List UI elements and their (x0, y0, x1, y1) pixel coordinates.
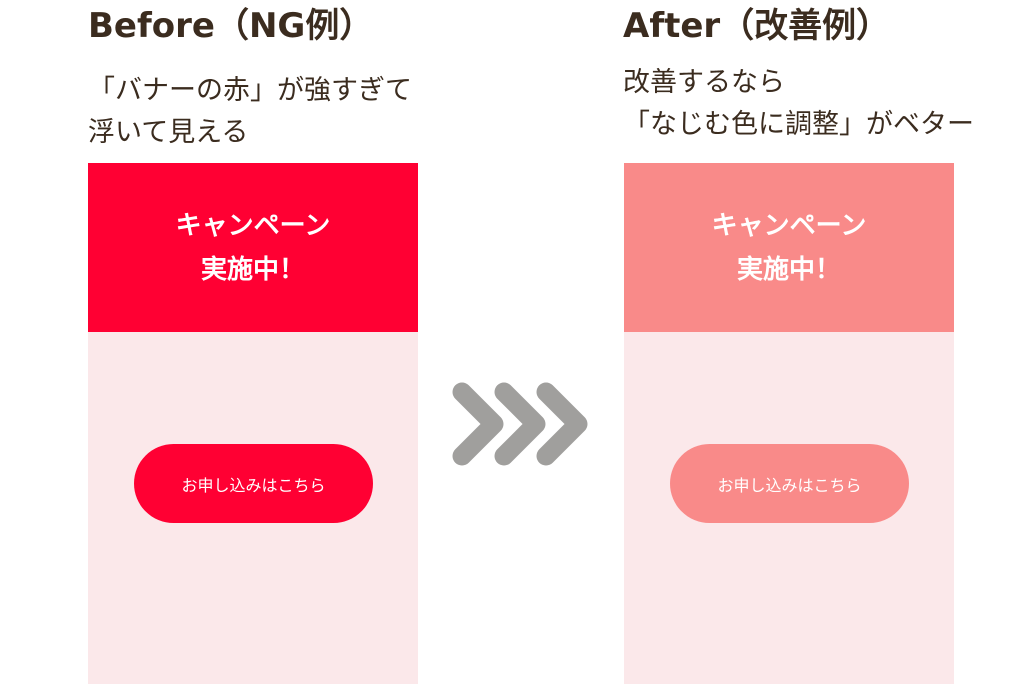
chevron-right-icon (452, 382, 504, 466)
after-content-area: お申し込みはこちら (624, 332, 954, 684)
after-campaign-banner: キャンペーン 実施中！ (624, 163, 954, 332)
after-page-mockup: キャンペーン 実施中！ お申し込みはこちら (624, 163, 954, 684)
before-content-area: お申し込みはこちら (88, 332, 418, 684)
after-heading: After（改善例） (623, 6, 891, 46)
after-apply-button[interactable]: お申し込みはこちら (670, 444, 909, 523)
before-campaign-banner: キャンペーン 実施中！ (88, 163, 418, 332)
banner-text-line: キャンペーン (175, 210, 331, 241)
banner-text-line: キャンペーン (711, 210, 867, 241)
before-description-line: 「バナーの赤」が強すぎて (88, 75, 412, 106)
chevron-right-icon (494, 382, 546, 466)
before-description-line: 浮いて見える (88, 117, 249, 148)
triple-chevron-right-icon (452, 382, 588, 466)
banner-text-line: 実施中！ (736, 254, 841, 285)
before-page-mockup: キャンペーン 実施中！ お申し込みはこちら (88, 163, 418, 684)
chevron-right-icon (536, 382, 588, 466)
after-description-line: 改善するなら (623, 67, 785, 98)
after-description: 改善するなら 「なじむ色に調整」がベター (623, 62, 974, 146)
before-heading: Before（NG例） (88, 6, 374, 46)
after-description-line: 「なじむ色に調整」がベター (623, 109, 974, 140)
banner-text-line: 実施中！ (200, 254, 305, 285)
before-apply-button[interactable]: お申し込みはこちら (134, 444, 373, 523)
before-description: 「バナーの赤」が強すぎて 浮いて見える (88, 70, 412, 154)
